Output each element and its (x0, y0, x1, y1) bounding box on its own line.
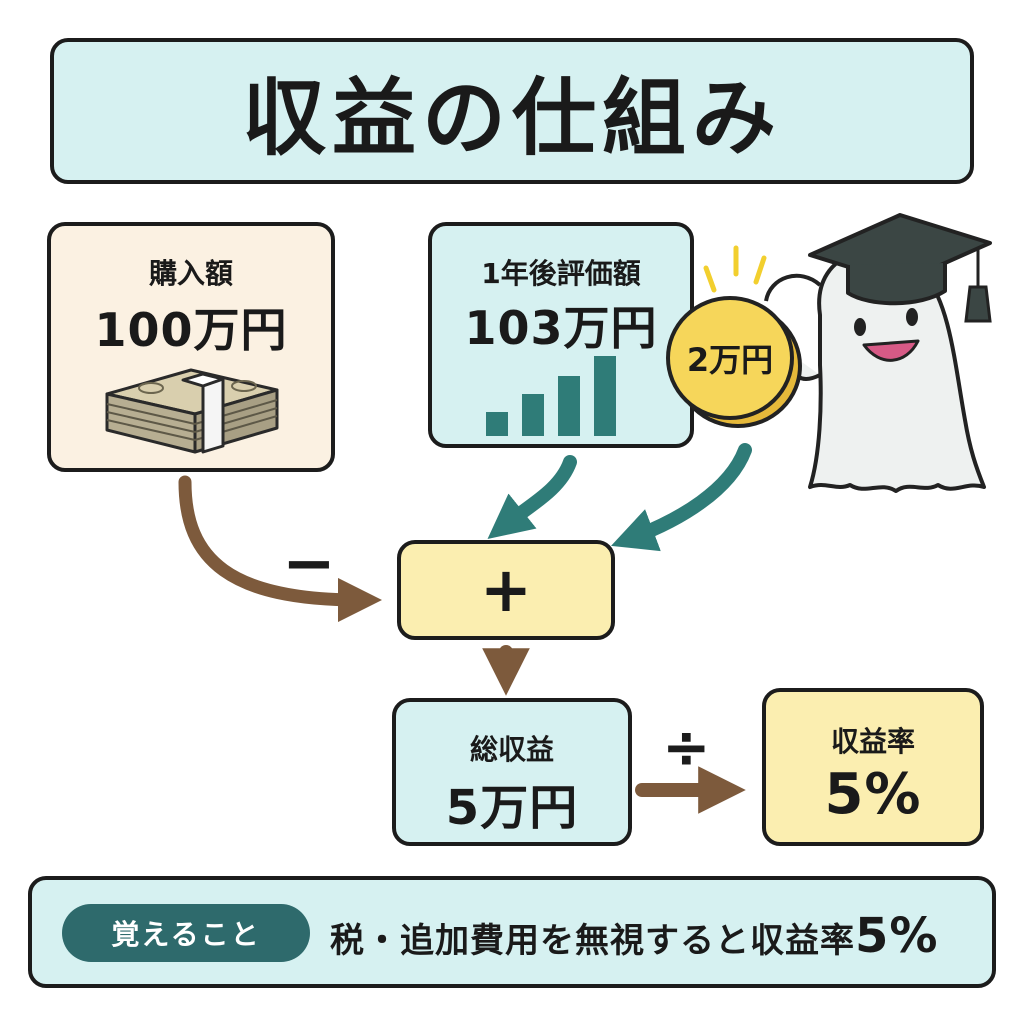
total-profit-card: 総収益 5万円 (392, 698, 632, 846)
purchase-to-plus-arrow (178, 475, 383, 623)
rate-label: 収益率 (830, 725, 915, 758)
memo-badge: 覚えること (62, 904, 310, 962)
return-rate-card: 収益率 5% (762, 688, 984, 846)
coin-label: 2万円 (687, 341, 773, 379)
memo-text-line: 税・追加費用を無視すると収益率5% (330, 908, 939, 964)
memo-banner: 覚えること 税・追加費用を無視すると収益率5% (28, 876, 996, 988)
total-label: 総収益 (469, 733, 554, 766)
plus-box: + (397, 540, 615, 640)
valuation-to-plus-arrow (487, 455, 577, 539)
purchase-label: 購入額 (148, 257, 233, 290)
memo-emphasis: 5% (855, 908, 939, 964)
valuation-label: 1年後評価額 (481, 257, 641, 290)
page-title: 収益の仕組み (241, 68, 782, 167)
title-banner: 収益の仕組み (50, 38, 974, 184)
minus-operator: − (282, 527, 336, 601)
purchase-card: 購入額 100万円 (47, 222, 335, 472)
rising-bar-chart-icon (486, 356, 616, 436)
memo-text: 税・追加費用を無視すると収益率 (330, 921, 855, 961)
divide-operator: ÷ (662, 713, 711, 781)
plus-operator: + (480, 553, 532, 626)
coin-to-plus-arrow (611, 443, 752, 552)
rate-amount: 5% (824, 762, 922, 827)
gold-coin-icon: 2万円 (666, 245, 802, 428)
purchase-amount: 100万円 (94, 303, 288, 357)
total-amount: 5万円 (445, 780, 579, 836)
banknote-stack-icon (105, 368, 279, 454)
valuation-amount: 103万円 (464, 301, 658, 355)
